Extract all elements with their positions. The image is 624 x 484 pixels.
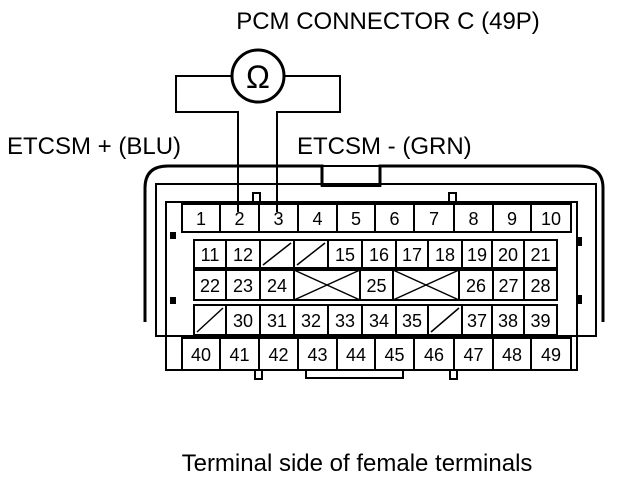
terminal-label-22: 22: [200, 276, 220, 296]
terminal-28: [523, 269, 558, 301]
terminal-label-23: 23: [233, 276, 253, 296]
terminal-39: [523, 304, 558, 336]
test-lead-right: [276, 75, 341, 212]
blank-terminal-slash: [262, 242, 292, 266]
test-lead-left: [175, 75, 239, 212]
terminal-label-17: 17: [402, 245, 422, 265]
terminal-22: [193, 269, 227, 301]
terminal-45: [374, 337, 415, 371]
terminal-18: [427, 239, 463, 269]
terminal-label-3: 3: [273, 209, 283, 229]
blank-terminal-cross: [392, 269, 460, 301]
terminal-label-33: 33: [335, 311, 355, 331]
terminal-label-19: 19: [467, 245, 487, 265]
blank-terminal-slash: [296, 242, 326, 266]
terminal-label-8: 8: [468, 209, 478, 229]
terminal-label-32: 32: [301, 311, 321, 331]
terminal-15: [327, 239, 363, 269]
terminal-label-16: 16: [369, 245, 389, 265]
terminal-label-35: 35: [402, 311, 422, 331]
terminal-label-9: 9: [507, 209, 517, 229]
terminal-49: [530, 337, 572, 371]
terminal-label-18: 18: [435, 245, 455, 265]
terminal-11: [193, 239, 227, 269]
diagram-caption: Terminal side of female terminals: [182, 450, 533, 477]
terminal-32: [293, 304, 329, 336]
terminal-31: [259, 304, 295, 336]
terminal-label-46: 46: [424, 345, 444, 365]
terminal-label-49: 49: [541, 345, 561, 365]
terminal-label-47: 47: [463, 345, 483, 365]
terminal-10: [530, 203, 572, 233]
terminal-label-41: 41: [229, 345, 249, 365]
terminal-label-5: 5: [351, 209, 361, 229]
terminal-label-37: 37: [467, 311, 487, 331]
terminal-35: [395, 304, 429, 336]
terminal-label-31: 31: [267, 311, 287, 331]
terminal-label-48: 48: [502, 345, 522, 365]
terminal-label-6: 6: [389, 209, 399, 229]
terminal-33: [327, 304, 363, 336]
terminal-label-34: 34: [369, 311, 389, 331]
terminal-label-42: 42: [268, 345, 288, 365]
terminal-label-27: 27: [498, 276, 518, 296]
terminal-7: [413, 203, 455, 233]
terminal-17: [395, 239, 429, 269]
terminal-label-15: 15: [335, 245, 355, 265]
terminal-label-12: 12: [233, 245, 253, 265]
terminal-label-25: 25: [366, 276, 386, 296]
blank-terminal-cross: [293, 269, 361, 301]
blank-terminal-slash: [196, 307, 224, 333]
terminal-37: [461, 304, 493, 336]
terminal-label-43: 43: [307, 345, 327, 365]
terminal-label-7: 7: [429, 209, 439, 229]
terminal-label-40: 40: [191, 345, 211, 365]
connector-housing: [143, 164, 605, 380]
terminal-label-30: 30: [233, 311, 253, 331]
diagram-title: PCM CONNECTOR C (49P): [236, 8, 540, 35]
terminal-25: [359, 269, 394, 301]
terminal-label-2: 2: [234, 209, 244, 229]
terminal-42: [258, 337, 299, 371]
ohmmeter: Ω: [175, 48, 341, 212]
terminal-label-11: 11: [201, 245, 220, 265]
terminal-label-26: 26: [466, 276, 486, 296]
terminal-label-28: 28: [530, 276, 550, 296]
terminal-27: [492, 269, 525, 301]
terminal-label-21: 21: [530, 245, 550, 265]
terminal-label-10: 10: [541, 209, 561, 229]
terminal-label-45: 45: [384, 345, 404, 365]
terminal-46: [413, 337, 455, 371]
wire-label-etcsm-plus: ETCSM + (BLU): [7, 133, 181, 160]
terminal-12: [225, 239, 261, 269]
terminal-label-4: 4: [312, 209, 322, 229]
blank-terminal-slash: [430, 307, 460, 333]
terminal-40: [181, 337, 221, 371]
terminal-19: [461, 239, 493, 269]
terminal-label-39: 39: [530, 311, 550, 331]
ohm-symbol: Ω: [246, 59, 270, 95]
wire-label-etcsm-minus: ETCSM - (GRN): [297, 133, 472, 160]
terminal-label-1: 1: [196, 209, 206, 229]
terminal-label-44: 44: [346, 345, 366, 365]
terminal-47: [453, 337, 494, 371]
terminal-label-20: 20: [498, 245, 518, 265]
terminal-41: [219, 337, 260, 371]
terminal-label-24: 24: [267, 276, 287, 296]
terminal-44: [336, 337, 376, 371]
terminal-21: [523, 239, 558, 269]
terminal-label-38: 38: [498, 311, 518, 331]
